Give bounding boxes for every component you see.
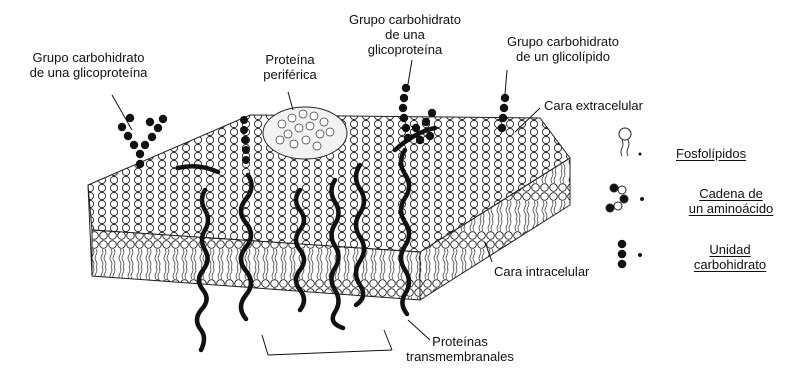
label-glycoprotein-carbohydrate-top: Grupo carbohidrato de una glicoproteína bbox=[335, 12, 475, 57]
carbohydrate-unit-icon bbox=[618, 240, 641, 268]
label-line: de una glicoproteína bbox=[6, 65, 171, 80]
label-line: glicoproteína bbox=[335, 42, 475, 57]
label-line: Cadena de bbox=[666, 186, 796, 201]
label-line: Grupo carbohidrato bbox=[335, 12, 475, 27]
label-line: transmembranales bbox=[380, 349, 540, 364]
legend-label-amino-acid-chain: Cadena de un aminoácido bbox=[666, 186, 796, 216]
label-line: Fosfolípidos bbox=[676, 146, 746, 161]
label-glycolipid-carbohydrate: Grupo carbohidrato de un glicolípido bbox=[478, 34, 648, 64]
label-line: un aminoácido bbox=[666, 201, 796, 216]
label-line: Grupo carbohidrato bbox=[478, 34, 648, 49]
amino-acid-chain-icon bbox=[606, 184, 644, 212]
label-glycoprotein-carbohydrate-left: Grupo carbohidrato de una glicoproteína bbox=[6, 50, 171, 80]
label-line: Unidad bbox=[670, 242, 790, 257]
label-line: periférica bbox=[245, 67, 335, 82]
label-line: carbohidrato bbox=[670, 257, 790, 272]
label-line: de una bbox=[335, 27, 475, 42]
legend-icons bbox=[606, 128, 644, 268]
label-line: Proteínas bbox=[380, 334, 540, 349]
peripheral-protein bbox=[263, 107, 347, 159]
label-extracellular-face: Cara extracelular bbox=[544, 98, 643, 113]
phospholipid-icon bbox=[619, 128, 642, 156]
label-line: Grupo carbohidrato bbox=[6, 50, 171, 65]
label-line: de un glicolípido bbox=[478, 49, 648, 64]
label-line: Proteína bbox=[245, 52, 335, 67]
legend-label-carbohydrate-unit: Unidad carbohidrato bbox=[670, 242, 790, 272]
legend-label-phospholipids: Fosfolípidos bbox=[676, 146, 746, 161]
label-intracellular-face: Cara intracelular bbox=[494, 264, 589, 279]
label-peripheral-protein: Proteína periférica bbox=[245, 52, 335, 82]
label-transmembrane-proteins: Proteínas transmembranales bbox=[380, 334, 540, 364]
